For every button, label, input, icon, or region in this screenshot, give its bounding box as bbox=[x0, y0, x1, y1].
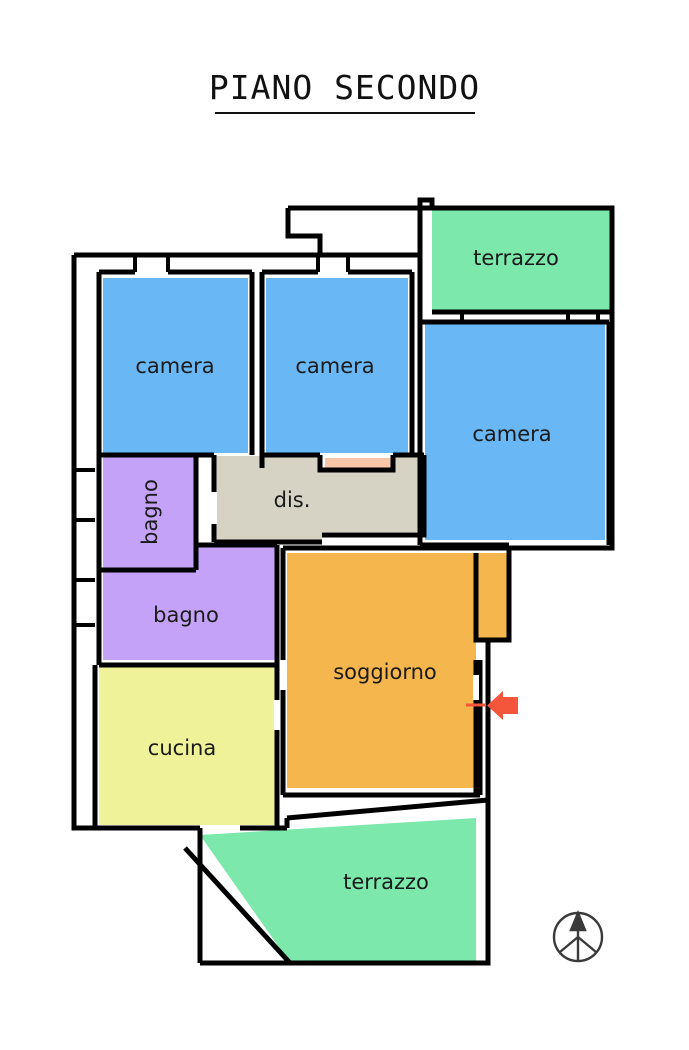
title-underline bbox=[215, 112, 475, 114]
compass-rose bbox=[552, 909, 604, 963]
room-fill-camera-left bbox=[103, 278, 248, 453]
room-fill-cucina bbox=[99, 665, 277, 825]
room-fill-bagno-large bbox=[103, 545, 277, 660]
walls bbox=[71, 197, 615, 966]
room-fill-camera-right bbox=[425, 322, 605, 540]
door-openings bbox=[211, 492, 479, 730]
room-fills bbox=[99, 208, 612, 963]
room-fill-camera-mid bbox=[266, 278, 408, 453]
room-fill-terrazzo-top bbox=[432, 208, 612, 312]
room-fill-disimpegno bbox=[214, 456, 424, 542]
room-fill-terrazzo-bottom bbox=[200, 818, 476, 963]
room-fill-soggiorno bbox=[287, 553, 509, 788]
entrance-arrow bbox=[466, 691, 518, 720]
page-title: PIANO SECONDO bbox=[208, 68, 481, 107]
